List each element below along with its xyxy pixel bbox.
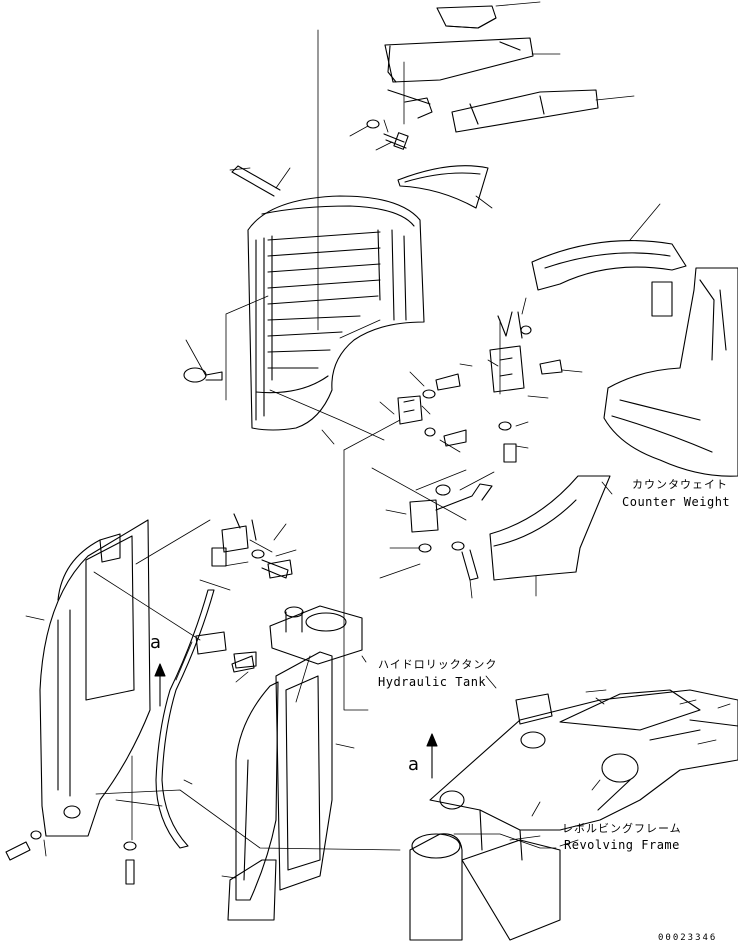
counter-weight-label-jp: カウンタウェイト bbox=[632, 478, 728, 491]
left-door bbox=[39, 519, 151, 837]
tank-cover-front bbox=[235, 681, 279, 901]
figure-number: 00023346 bbox=[658, 933, 718, 943]
counterweight-top-cover bbox=[531, 240, 687, 317]
hydraulic-tank-top bbox=[269, 605, 363, 665]
bracket-small bbox=[387, 89, 433, 119]
upper-cover-2 bbox=[451, 89, 599, 133]
counter-weight-label-en: Counter Weight bbox=[622, 495, 731, 509]
view-arrow-left bbox=[154, 663, 166, 707]
hydraulic-tank-label-jp: ハイドロリックタンク bbox=[378, 658, 498, 671]
hinge-lower bbox=[409, 483, 493, 581]
revolving-frame-label-jp: レボルビングフレーム bbox=[562, 822, 682, 835]
knob bbox=[183, 367, 223, 383]
grille-panel bbox=[247, 195, 425, 431]
lower-left-panel bbox=[227, 859, 277, 921]
leader-lines bbox=[25, 1, 731, 879]
pin-hook bbox=[231, 165, 281, 197]
view-marker-a-right: a bbox=[408, 754, 420, 775]
washer-bolt-top bbox=[366, 119, 409, 150]
view-marker-a-left: a bbox=[150, 632, 162, 653]
bracket-plate-mid bbox=[489, 311, 563, 463]
view-arrow-right bbox=[426, 733, 438, 779]
revolving-frame-label-en: Revolving Frame bbox=[564, 838, 680, 852]
bolts-bottom-left bbox=[5, 559, 289, 885]
seal-strip bbox=[155, 589, 215, 849]
tank-cover-side bbox=[275, 651, 333, 891]
hinge-left bbox=[195, 513, 293, 669]
revolving-frame bbox=[409, 689, 738, 941]
side-cover-right bbox=[489, 475, 611, 581]
top-plate bbox=[436, 5, 497, 29]
upper-cover-1 bbox=[384, 37, 534, 83]
counterweight bbox=[603, 267, 738, 477]
hydraulic-tank-label-en: Hydraulic Tank bbox=[378, 675, 487, 689]
curved-plate bbox=[397, 165, 489, 209]
hinge-upper bbox=[397, 373, 467, 447]
